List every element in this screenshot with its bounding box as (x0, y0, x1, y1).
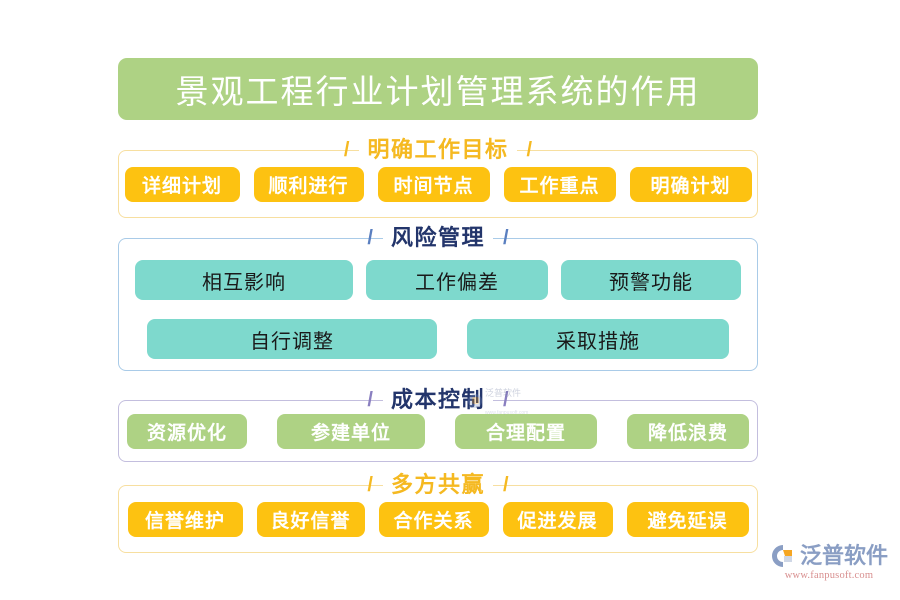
chip-cooperation-relationship[interactable]: 合作关系 (378, 502, 489, 537)
chip-row: 相互影响 工作偏差 预警功能 (119, 260, 757, 300)
chip-label: 避免延误 (647, 511, 728, 532)
chip-reasonable-allocation[interactable]: 合理配置 (455, 414, 597, 449)
chip-label: 参建单位 (310, 423, 391, 444)
brand-url: www.fanpusoft.com (784, 570, 874, 581)
chip-reduce-waste[interactable]: 降低浪费 (627, 414, 749, 449)
slash-right-icon: / (503, 473, 509, 496)
chip-self-adjustment[interactable]: 自行调整 (147, 319, 437, 359)
section-heading-win-win: / 多方共赢 / (119, 472, 757, 498)
fanpu-logo-icon (770, 543, 796, 569)
chip-mutual-influence[interactable]: 相互影响 (135, 260, 353, 300)
slash-left-icon: / (367, 473, 373, 496)
chip-clear-plan[interactable]: 明确计划 (629, 167, 752, 202)
section-work-goals: / 明确工作目标 / 详细计划 顺利进行 时间节点 工作重点 明确计划 (118, 137, 758, 218)
section-title-cost-control: 成本控制 (382, 387, 493, 413)
chip-work-focus[interactable]: 工作重点 (503, 167, 616, 202)
chip-label: 降低浪费 (647, 423, 728, 444)
chip-avoid-delay[interactable]: 避免延误 (626, 502, 749, 537)
slash-right-icon: / (503, 388, 509, 411)
chip-label: 良好信誉 (270, 511, 351, 532)
chip-reputation-maintenance[interactable]: 信誉维护 (127, 502, 243, 537)
chip-label: 信誉维护 (144, 511, 225, 532)
slash-right-icon: / (526, 138, 533, 161)
chip-label: 自行调整 (250, 330, 334, 353)
page-title-banner: 景观工程行业计划管理系统的作用 (118, 58, 758, 120)
brand-logo: 泛普软件 www.fanpusoft.com (770, 543, 888, 589)
section-cost-control: / 成本控制 / 资源优化 参建单位 合理配置 降低浪费 (118, 387, 758, 462)
chip-smooth-progress[interactable]: 顺利进行 (253, 167, 364, 202)
section-heading-cost-control: / 成本控制 / (119, 387, 757, 413)
chip-label: 工作偏差 (415, 271, 499, 294)
chip-label: 明确计划 (650, 176, 731, 197)
chip-time-node[interactable]: 时间节点 (377, 167, 490, 202)
page-title: 景观工程行业计划管理系统的作用 (175, 75, 701, 111)
chip-row: 详细计划 顺利进行 时间节点 工作重点 明确计划 (119, 167, 757, 202)
chip-label: 资源优化 (146, 423, 227, 444)
chip-row: 信誉维护 良好信誉 合作关系 促进发展 避免延误 (119, 502, 757, 537)
chip-label: 促进发展 (517, 511, 598, 532)
chip-promote-development[interactable]: 促进发展 (502, 502, 613, 537)
section-heading-work-goals: / 明确工作目标 / (119, 137, 757, 163)
chip-label: 采取措施 (556, 330, 640, 353)
section-title-risk-management: 风险管理 (382, 225, 493, 251)
chip-label: 合作关系 (393, 511, 474, 532)
slash-left-icon: / (343, 138, 350, 161)
section-title-win-win: 多方共赢 (382, 472, 493, 498)
section-title-work-goals: 明确工作目标 (359, 137, 517, 163)
chip-label: 详细计划 (141, 176, 222, 197)
chip-label: 顺利进行 (268, 176, 349, 197)
chip-work-deviation[interactable]: 工作偏差 (366, 260, 548, 300)
chip-label: 合理配置 (485, 423, 566, 444)
section-win-win: / 多方共赢 / 信誉维护 良好信誉 合作关系 促进发展 避免延误 (118, 472, 758, 553)
chip-take-measures[interactable]: 采取措施 (467, 319, 729, 359)
section-risk-management: / 风险管理 / 相互影响 工作偏差 预警功能 自行调整 采取措施 (118, 225, 758, 371)
chip-label: 预警功能 (609, 271, 693, 294)
section-heading-risk-management: / 风险管理 / (119, 225, 757, 251)
chip-row: 资源优化 参建单位 合理配置 降低浪费 (119, 414, 757, 449)
watermark-name: 泛普软件 (485, 388, 522, 398)
slash-left-icon: / (367, 226, 373, 249)
chip-label: 相互影响 (202, 271, 286, 294)
brand-logo-row: 泛普软件 (770, 543, 888, 569)
chip-row: 自行调整 采取措施 (119, 319, 757, 359)
slash-right-icon: / (503, 226, 509, 249)
chip-label: 工作重点 (519, 176, 600, 197)
brand-name: 泛普软件 (800, 543, 889, 568)
chip-participating-units[interactable]: 参建单位 (277, 414, 425, 449)
chip-early-warning[interactable]: 预警功能 (561, 260, 741, 300)
chip-label: 时间节点 (393, 176, 474, 197)
chip-good-reputation[interactable]: 良好信誉 (256, 502, 365, 537)
chip-resource-optimization[interactable]: 资源优化 (127, 414, 247, 449)
slash-left-icon: / (367, 388, 373, 411)
chip-detailed-plan[interactable]: 详细计划 (124, 167, 240, 202)
